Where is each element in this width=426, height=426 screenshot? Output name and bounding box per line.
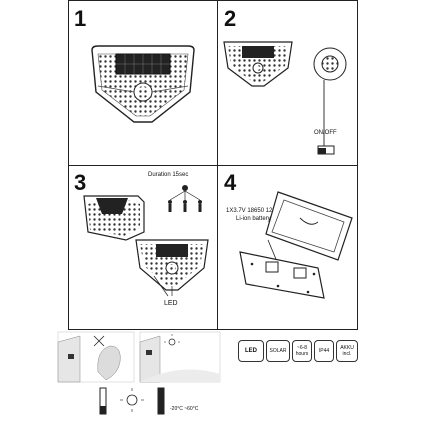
battery-badge-icon: AKKU incl. — [336, 340, 358, 362]
ip-rating-badge-icon: IP44 — [314, 340, 334, 362]
solar-badge-icon: SOLAR — [266, 340, 290, 362]
battery-spec-line1: 1X3.7V 18650 1200mAh — [226, 208, 292, 214]
mounted-lamp-illustration — [83, 195, 145, 241]
charge-cycle-icon — [99, 387, 165, 415]
grid-horizontal-divider — [68, 165, 358, 166]
lamp-led-front-illustration — [135, 239, 209, 297]
motion-detection-people-icon — [168, 185, 202, 212]
hours-badge-icon: ~6-8 hours — [292, 340, 312, 362]
step-number-1: 1 — [74, 6, 87, 31]
step-number-2: 2 — [224, 6, 237, 31]
battery-spec-line2: Li-ion battery — [236, 216, 271, 222]
on-off-switch-label: ON/OFF — [314, 130, 337, 136]
battery-compartment-illustration — [239, 191, 353, 299]
temperature-range: -20°C ~60°C — [170, 406, 199, 412]
sensor-switch-detail-illustration — [313, 47, 347, 155]
step-number-3: 3 — [74, 170, 87, 195]
installation-scene-left — [57, 331, 135, 383]
led-label: LED — [164, 300, 178, 307]
step-number-4: 4 — [224, 170, 237, 195]
installation-scene-right — [139, 331, 221, 383]
led-badge-icon: LED — [238, 340, 264, 362]
sensor-duration-label: Duration 15sec — [148, 172, 189, 178]
solar-lamp-front-illustration — [91, 45, 195, 123]
solar-lamp-small-illustration — [223, 41, 293, 87]
